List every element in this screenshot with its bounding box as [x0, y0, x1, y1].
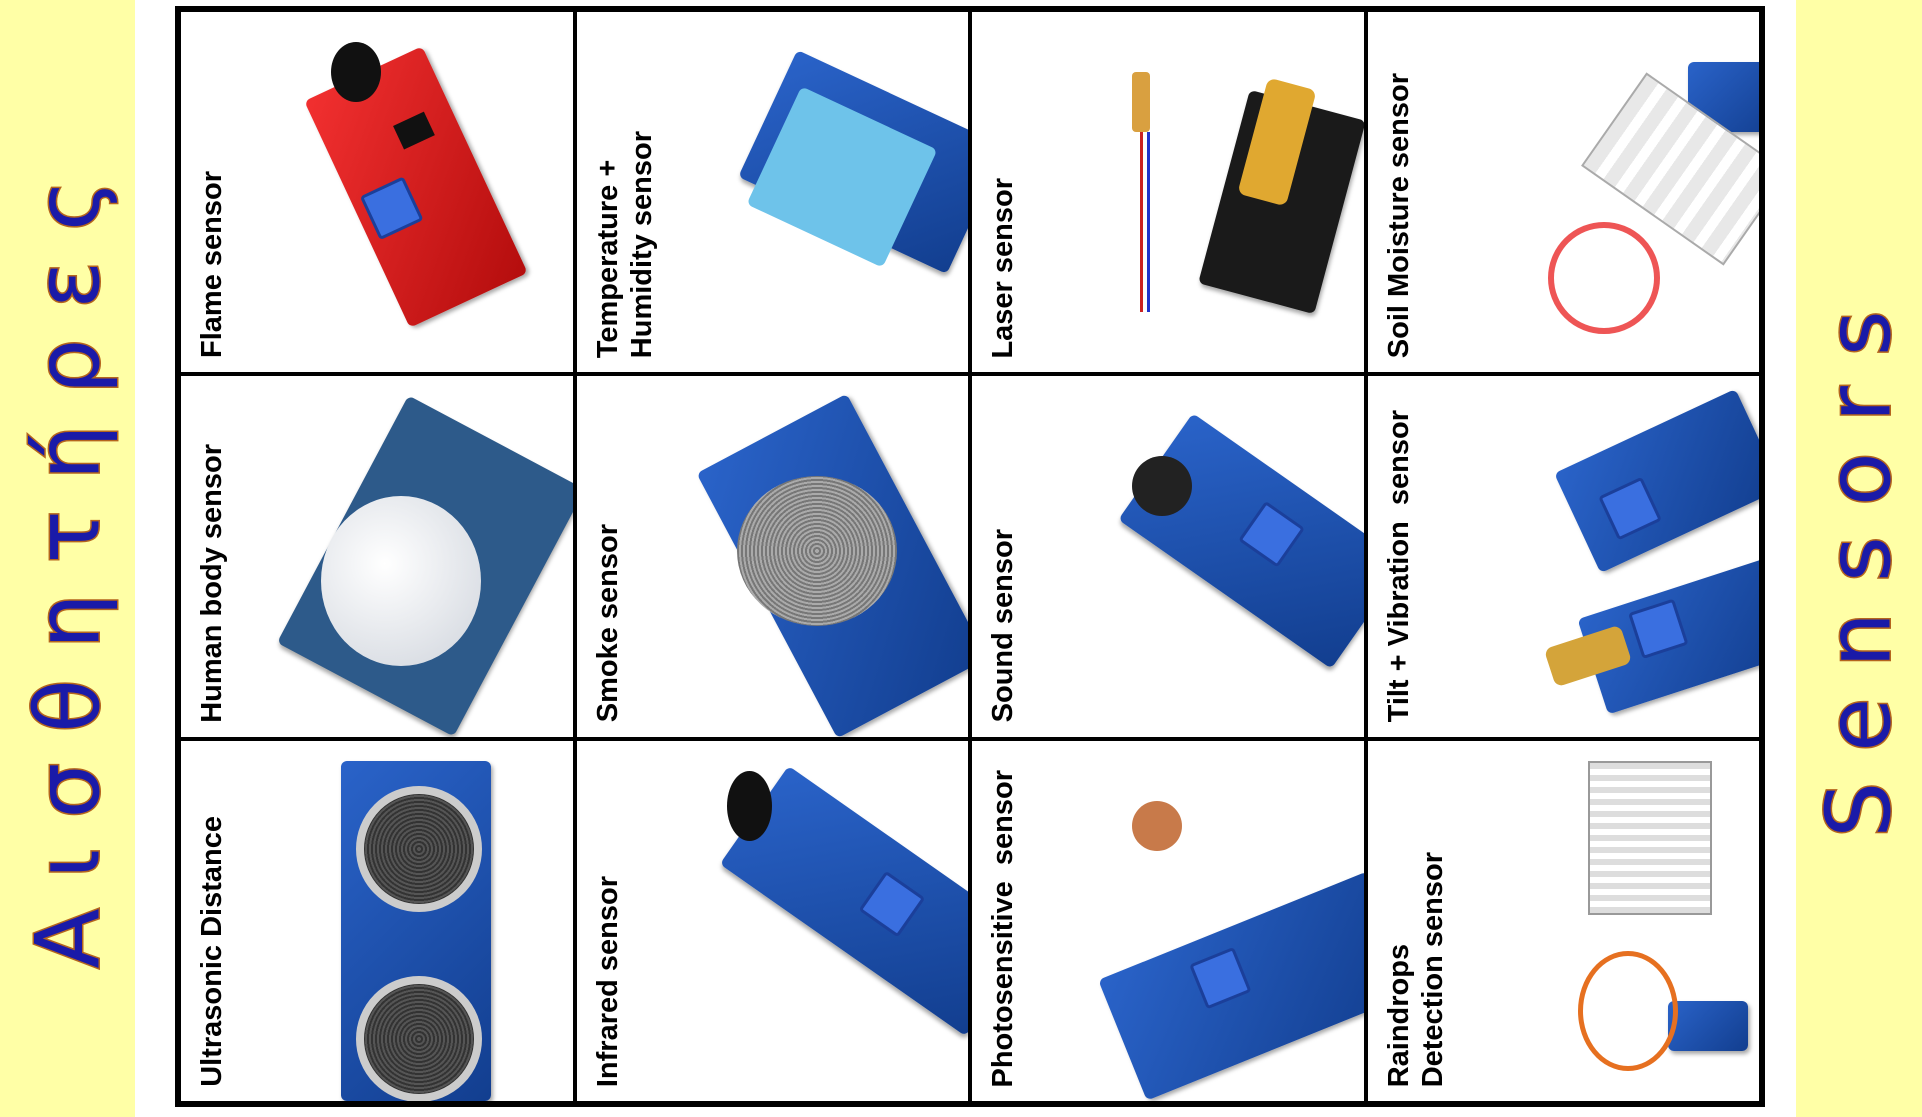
- english-title: Sensors: [1806, 278, 1912, 839]
- sensor-label: Ultrasonic Distance: [196, 816, 228, 1087]
- sensor-image-ultra: [261, 751, 563, 1101]
- right-banner: Sensors: [1796, 0, 1922, 1117]
- sensor-label: Smoke sensor: [591, 524, 624, 723]
- sensor-image-soil: [1448, 22, 1760, 362]
- sensor-image-laser: [1052, 22, 1364, 362]
- sensor-cell-dht: Temperature + Humidity sensor: [574, 10, 970, 375]
- sensor-image-pir: [261, 386, 573, 737]
- sensor-label: Raindrops Detection sensor: [1382, 851, 1449, 1087]
- sensor-image-sound: [1052, 386, 1364, 726]
- sensor-image-tilt: [1448, 386, 1760, 726]
- sensor-image-flame: [261, 22, 563, 362]
- sensor-label: Tilt + Vibration sensor: [1382, 410, 1415, 723]
- sensor-image-ir: [657, 751, 969, 1091]
- sensor-cell-sound: Sound sensor: [970, 374, 1366, 739]
- sensor-label: Flame sensor: [196, 171, 228, 359]
- sensor-image-photo: [1052, 751, 1364, 1101]
- left-banner: Αισθητήρες: [0, 0, 135, 1117]
- sensor-cell-ir: Infrared sensor: [574, 738, 970, 1103]
- sensor-label: Soil Moisture sensor: [1382, 73, 1415, 359]
- sensor-label: Temperature + Humidity sensor: [591, 131, 658, 359]
- sensor-cell-soil: Soil Moisture sensor: [1365, 10, 1761, 375]
- sensor-label: Human body sensor: [196, 443, 228, 723]
- sensor-cell-ultra: Ultrasonic Distance: [179, 738, 575, 1103]
- sensor-image-dht: [657, 22, 969, 362]
- sensor-cell-pir: Human body sensor: [179, 374, 575, 739]
- sensor-label: Sound sensor: [987, 529, 1019, 723]
- sensor-label: Infrared sensor: [591, 875, 624, 1087]
- sensor-cell-smoke: Smoke sensor: [574, 374, 970, 739]
- sensor-label: Laser sensor: [987, 177, 1019, 359]
- sensor-label: Photosensitive sensor: [987, 769, 1019, 1088]
- greek-title: Αισθητήρες: [15, 147, 121, 969]
- sensor-cell-rain: Raindrops Detection sensor: [1365, 738, 1761, 1103]
- sensor-image-rain: [1448, 751, 1750, 1091]
- sensor-cell-photo: Photosensitive sensor: [970, 738, 1366, 1103]
- sensor-cell-flame: Flame sensor: [179, 10, 575, 375]
- sensor-cell-laser: Laser sensor: [970, 10, 1366, 375]
- sensor-grid: Flame sensor Temperature + Humidity senso…: [175, 6, 1765, 1107]
- sensor-image-smoke: [657, 386, 969, 737]
- sensor-cell-tilt: Tilt + Vibration sensor: [1365, 374, 1761, 739]
